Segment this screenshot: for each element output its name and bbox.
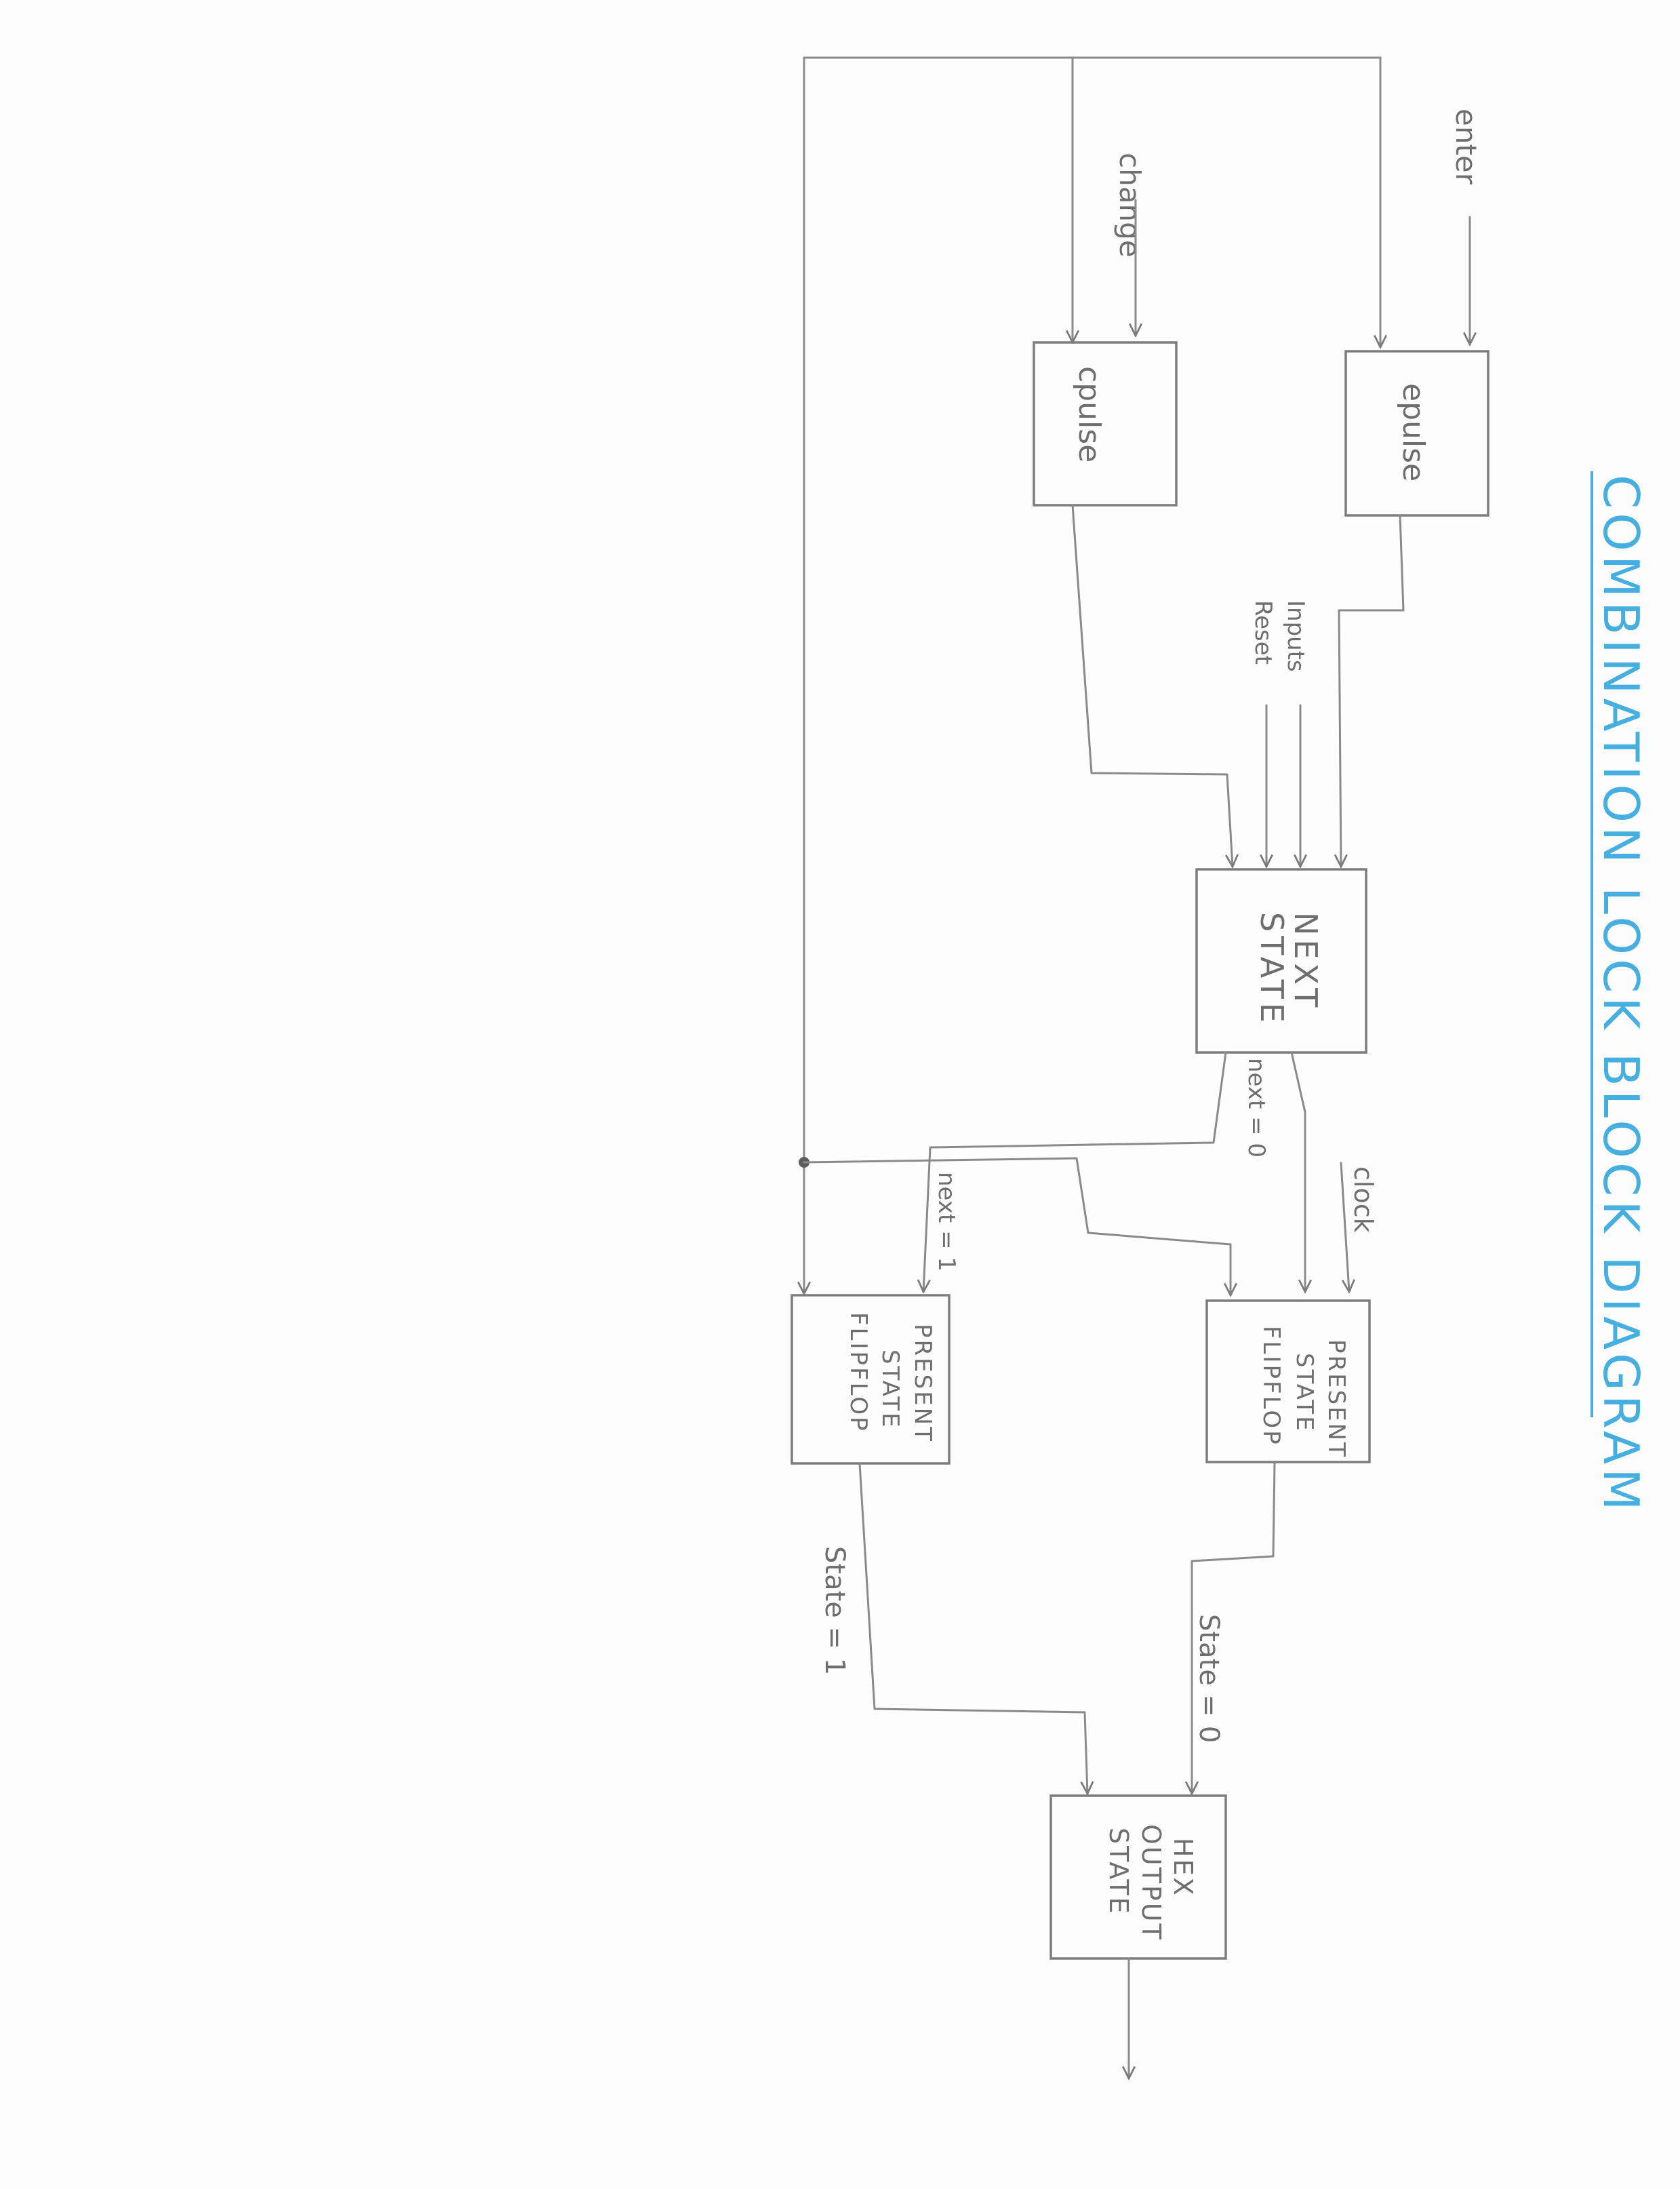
state0-label: State = 0 [1193,1614,1224,1743]
feedback-bus-wire [803,56,1382,1164]
clock-wire [1340,1162,1349,1292]
state1-wire [858,1462,1087,1794]
diagram-title: COMBINATION LOCK BLOCK DIAGRAM [1593,475,1649,1514]
hex-output-state-block [1049,1794,1227,1960]
present-state-flipflop-1 [791,1294,951,1465]
ff1-label-line3: FLIPFLOP [845,1312,872,1433]
hex-label-line3: STATE [1104,1828,1134,1916]
ff0-label-line2: STATE [1291,1353,1318,1433]
ff0-label-line1: PRESENT [1323,1339,1350,1459]
state0-wire [1192,1462,1276,1794]
hex-label-line1: HEX [1168,1838,1198,1897]
next-state-block [1195,868,1367,1054]
ff1-label-line2: STATE [877,1349,904,1429]
epulse-out-wire [1339,514,1405,867]
ff0-label-line3: FLIPFLOP [1258,1326,1285,1446]
next1-wire [923,1051,1227,1292]
cpulse-block [1033,341,1178,507]
ff1-label-line1: PRESENT [909,1324,936,1443]
change-label: change [1113,153,1146,258]
present-state-flipflop-0 [1205,1299,1371,1463]
epulse-block [1344,350,1489,517]
next1-label: next = 1 [933,1172,960,1271]
next-state-label-line1: NEXT [1287,912,1324,1011]
cpulse-label: cpulse [1072,366,1106,462]
inputs-label: Inputs [1282,600,1309,672]
hex-label-line2: OUTPUT [1136,1824,1166,1941]
state-feedback-wire [803,1157,1232,1246]
enter-label: enter [1449,109,1483,185]
cpulse-out-wire [1071,504,1233,867]
state1-label: State = 1 [819,1546,850,1675]
next-state-label-line2: STATE [1254,912,1290,1027]
reset-label: Reset [1249,600,1277,665]
next0-wire [1290,1051,1305,1292]
next0-label: next = 0 [1243,1058,1270,1158]
epulse-label: epulse [1396,383,1431,481]
clock-label: clock [1348,1166,1378,1233]
